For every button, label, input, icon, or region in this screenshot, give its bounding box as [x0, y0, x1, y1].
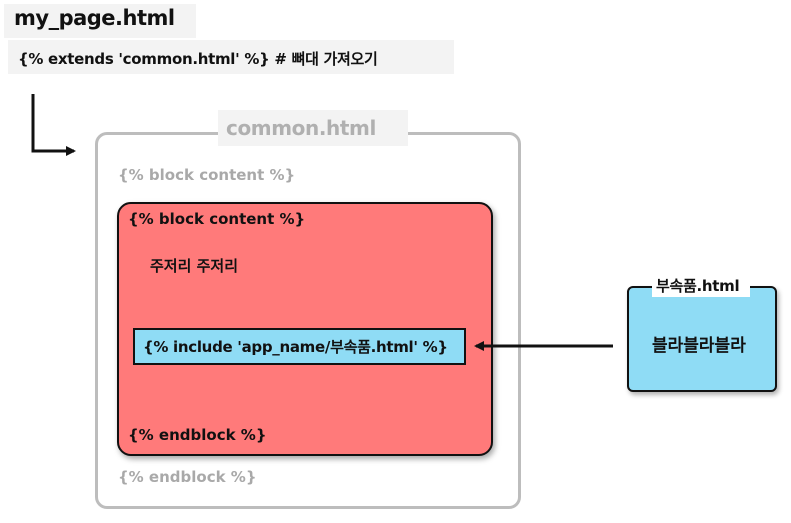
- extends-arrow: [31, 94, 76, 156]
- partial-body-text: 블라블라블라: [652, 336, 746, 356]
- common-template-title: common.html: [226, 116, 376, 140]
- partial-template-title: 부속품.html: [656, 277, 740, 295]
- content-block-start: {% block content %}: [128, 210, 306, 228]
- include-statement: {% include 'app_name/부속품.html' %}: [143, 338, 448, 356]
- common-block-start: {% block content %}: [118, 166, 296, 184]
- extends-line: {% extends 'common.html' %} # 뼈대 가져오기: [18, 50, 378, 68]
- common-title-background: [218, 110, 408, 146]
- content-block-end: {% endblock %}: [128, 426, 267, 444]
- include-statement-box: [133, 328, 466, 365]
- extends-line-background: [8, 40, 454, 74]
- page-title: my_page.html: [14, 6, 175, 30]
- page-title-background: [4, 4, 196, 38]
- partial-title-background: [652, 273, 750, 297]
- content-body-text: 주저리 주저리: [150, 257, 239, 275]
- common-block-end: {% endblock %}: [118, 468, 257, 486]
